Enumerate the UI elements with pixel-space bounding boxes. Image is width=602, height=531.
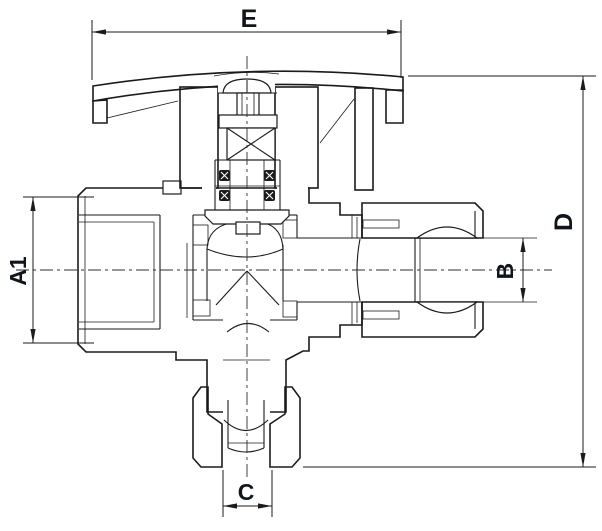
stem-flange [218, 114, 278, 129]
bonnet-step [162, 180, 182, 195]
stem-square-drive [226, 127, 276, 161]
packing-gland [214, 159, 281, 212]
dimension-label-a1: A1 [5, 256, 31, 286]
male-thread-lines [351, 215, 358, 325]
dimension-a1: A1 [5, 196, 94, 344]
handle [92, 70, 404, 191]
stem-o-rings [219, 170, 275, 201]
olive-ferrule-bottom [415, 301, 479, 314]
dimension-label-b: B [492, 263, 518, 280]
dimension-b: B [483, 237, 537, 303]
screw-shank [236, 92, 260, 118]
dimension-label-c: C [238, 479, 255, 505]
handle-underside-line [106, 100, 179, 119]
bottom-tube [223, 400, 269, 453]
dimension-label-e: E [241, 5, 258, 33]
dimension-label-d: D [550, 213, 578, 231]
bottom-nut [192, 386, 301, 468]
left-port-bore [79, 215, 160, 329]
ball-seats [192, 219, 298, 318]
dimension-c: C [222, 470, 273, 517]
bottom-channel [223, 318, 270, 414]
left-port-thread-lines [79, 196, 161, 344]
drain-dome [226, 322, 270, 333]
handle-underside-line [319, 98, 355, 144]
ball [206, 222, 284, 333]
stem-ball-tab [235, 221, 261, 235]
dimension-e: E [91, 5, 402, 80]
olive-ferrule-top [415, 226, 479, 239]
stem-assembly [204, 92, 290, 235]
centerlines [16, 56, 552, 480]
right-union-nut [297, 202, 484, 338]
dimension-d: D [303, 75, 596, 468]
ball-port-cone [215, 270, 280, 306]
